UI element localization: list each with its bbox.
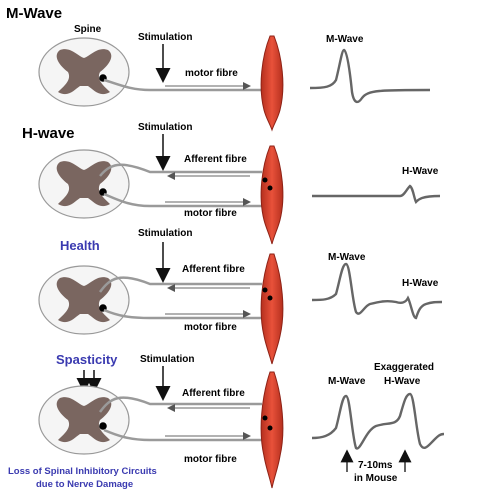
stimulation-label-1: Stimulation [138, 32, 192, 43]
stimulation-label-4: Stimulation [140, 354, 194, 365]
muscle-3 [260, 253, 284, 365]
panel-spasticity: Spasticity Stimulation Afferent fibre mo… [8, 352, 445, 490]
motor-label-4: motor fibre [184, 454, 237, 465]
motor-label-2: motor fibre [184, 208, 237, 219]
motor-nerve-4 [103, 428, 262, 442]
spine-label: Spine [74, 24, 102, 35]
h-wave-label-4: H-Wave [384, 376, 421, 387]
afferent-nerve-2 [99, 163, 262, 177]
panel-4-title: Spasticity [56, 352, 118, 367]
h-wave-trace-2 [312, 184, 441, 205]
muscle-2 [260, 145, 284, 245]
note-line2: due to Nerve Damage [36, 479, 133, 490]
exaggerated-label: Exaggerated [374, 362, 434, 373]
health-wave-trace [311, 262, 443, 320]
panel-3-title: Health [60, 238, 100, 253]
motor-label-1: motor fibre [185, 68, 238, 79]
afferent-label-4: Afferent fibre [182, 388, 245, 399]
spinal-cord-1 [38, 37, 130, 107]
panel-h-wave: H-wave Stimulation Afferent fibre motor … [22, 122, 441, 245]
motor-label-3: motor fibre [184, 322, 237, 333]
panel-2-title: H-wave [22, 125, 75, 142]
m-wave-trace-1 [309, 48, 431, 104]
panel-1-title: M-Wave [6, 5, 62, 22]
stimulation-label-2: Stimulation [138, 122, 192, 133]
afferent-nerve-4 [98, 396, 262, 413]
m-wave-label-3: M-Wave [328, 252, 366, 263]
m-wave-label-4: M-Wave [328, 376, 366, 387]
stimulation-label-3: Stimulation [138, 228, 192, 239]
afferent-label-3: Afferent fibre [182, 264, 245, 275]
motor-nerve-3 [103, 308, 262, 320]
muscle-1 [260, 35, 284, 132]
note-line1: Loss of Spinal Inhibitory Circuits [8, 466, 157, 477]
panel-health: Health Stimulation Afferent fibre motor … [38, 228, 443, 365]
m-wave-label-1: M-Wave [326, 34, 364, 45]
afferent-nerve-3 [98, 276, 262, 293]
spinal-cord-3 [38, 265, 130, 335]
h-wave-label-2: H-Wave [402, 166, 439, 177]
muscle-4 [260, 371, 284, 489]
latency-label-line2: in Mouse [354, 473, 398, 484]
h-wave-label-3: H-Wave [402, 278, 439, 289]
panel-m-wave: M-Wave Spine Stimulation motor fibre M-W… [6, 5, 431, 132]
spinal-cord-4 [38, 385, 130, 455]
spinal-cord-2 [38, 149, 130, 219]
motor-nerve-2 [103, 192, 262, 208]
afferent-label-2: Afferent fibre [184, 154, 247, 165]
spasticity-wave-trace [311, 392, 445, 450]
latency-label-line1: 7-10ms [358, 460, 393, 471]
motor-nerve-1 [103, 78, 262, 92]
